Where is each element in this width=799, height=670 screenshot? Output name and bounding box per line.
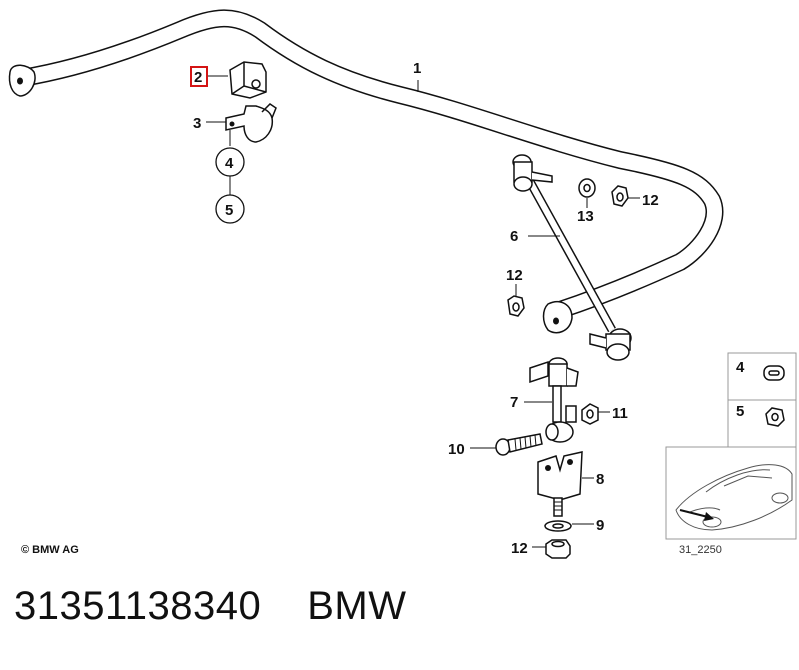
leader-lines [206, 75, 640, 548]
stabilizer-bar [8, 9, 724, 334]
callout-10: 10 [448, 441, 465, 458]
callout-2: 2 [194, 69, 202, 86]
legend-panel: 4 5 [727, 352, 797, 448]
part-number: 31351138340 [14, 584, 262, 628]
figure-code: 31_2250 [679, 544, 722, 556]
callout-13: 13 [577, 208, 594, 225]
callout-12-top: 12 [642, 192, 659, 209]
hex-nut-icon [765, 407, 785, 427]
callout-12-bottom: 12 [511, 540, 528, 557]
legend-5-number: 5 [736, 403, 744, 420]
clamp-bracket [225, 103, 277, 143]
callout-circle-4 [215, 147, 245, 177]
brand-name: BMW [307, 584, 407, 628]
highlight-box [190, 66, 208, 87]
nut-12-top [611, 185, 629, 207]
copyright: © BMW AG [21, 544, 79, 556]
callout-7: 7 [510, 394, 518, 411]
legend-4-number: 4 [736, 359, 745, 376]
clip-icon [763, 365, 785, 381]
nut-11 [581, 403, 599, 425]
nut-12-middle [507, 295, 525, 317]
callout-5: 5 [225, 202, 233, 219]
car-outline-icon [675, 464, 793, 531]
callout-8: 8 [596, 471, 604, 488]
callout-9: 9 [596, 517, 604, 534]
callout-3: 3 [193, 115, 201, 132]
callout-4: 4 [225, 155, 234, 172]
washer-13 [578, 178, 596, 198]
rubber-mounting [229, 61, 267, 99]
stabilizer-link [512, 154, 632, 361]
callout-1: 1 [413, 60, 421, 77]
link-7 [529, 357, 579, 443]
callout-6: 6 [510, 228, 518, 245]
washer-9 [544, 520, 572, 532]
bolt-10 [495, 433, 543, 456]
nut-12-bottom [545, 539, 571, 559]
bracket-8 [537, 451, 583, 517]
part-caption: 31351138340 BMW [14, 584, 407, 629]
callout-circle-5 [215, 194, 245, 224]
callout-11: 11 [612, 405, 628, 422]
car-locator-panel: 31_2250 [665, 446, 797, 556]
callout-12-middle: 12 [506, 267, 523, 284]
